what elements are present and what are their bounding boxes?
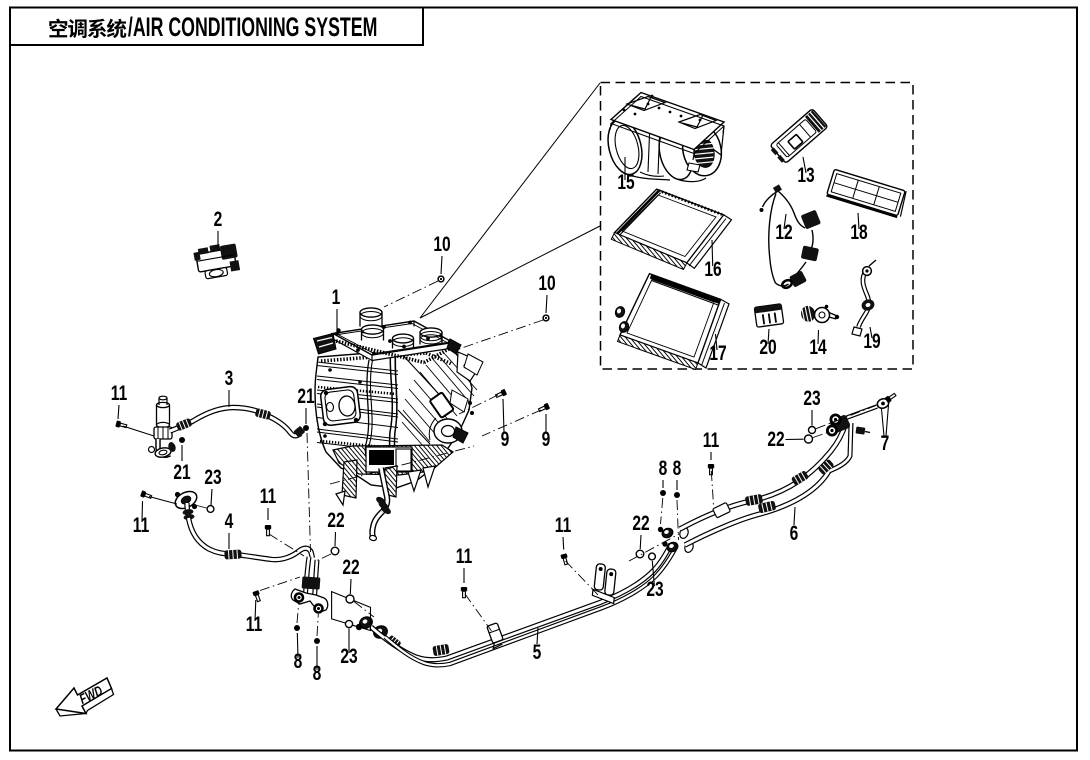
svg-text:22: 22 xyxy=(327,508,344,532)
svg-text:18: 18 xyxy=(850,220,867,244)
svg-text:21: 21 xyxy=(297,384,314,408)
svg-text:8: 8 xyxy=(659,456,668,480)
svg-text:10: 10 xyxy=(433,232,450,256)
svg-text:4: 4 xyxy=(225,509,234,533)
svg-text:11: 11 xyxy=(246,612,262,636)
svg-text:11: 11 xyxy=(456,544,472,568)
svg-text:23: 23 xyxy=(646,577,663,601)
svg-text:13: 13 xyxy=(797,163,814,187)
svg-text:17: 17 xyxy=(709,341,726,365)
svg-text:15: 15 xyxy=(617,170,634,194)
svg-text:6: 6 xyxy=(790,521,799,545)
svg-text:8: 8 xyxy=(313,661,322,685)
svg-text:23: 23 xyxy=(204,465,221,489)
svg-text:3: 3 xyxy=(225,366,234,390)
svg-text:23: 23 xyxy=(340,644,357,668)
svg-text:8: 8 xyxy=(294,649,303,673)
svg-text:11: 11 xyxy=(133,513,149,537)
svg-text:22: 22 xyxy=(342,555,359,579)
svg-text:9: 9 xyxy=(501,427,510,451)
svg-text:20: 20 xyxy=(759,335,776,359)
svg-text:10: 10 xyxy=(538,271,555,295)
svg-text:23: 23 xyxy=(803,386,820,410)
svg-text:12: 12 xyxy=(775,220,792,244)
svg-text:11: 11 xyxy=(111,381,127,405)
svg-text:22: 22 xyxy=(632,511,649,535)
svg-text:22: 22 xyxy=(767,427,784,451)
svg-text:16: 16 xyxy=(704,257,721,281)
svg-text:9: 9 xyxy=(542,427,551,451)
svg-text:8: 8 xyxy=(673,456,682,480)
svg-text:7: 7 xyxy=(881,431,890,455)
svg-text:5: 5 xyxy=(533,640,542,664)
svg-text:19: 19 xyxy=(863,329,880,353)
svg-text:1: 1 xyxy=(332,285,341,309)
svg-text:11: 11 xyxy=(260,484,276,508)
svg-text:14: 14 xyxy=(809,335,827,359)
svg-text:2: 2 xyxy=(214,207,223,231)
svg-text:11: 11 xyxy=(555,513,571,537)
svg-text:/AIR CONDITIONING SYSTEM: /AIR CONDITIONING SYSTEM xyxy=(128,13,377,42)
svg-text:11: 11 xyxy=(703,428,719,452)
svg-text:21: 21 xyxy=(173,460,190,484)
